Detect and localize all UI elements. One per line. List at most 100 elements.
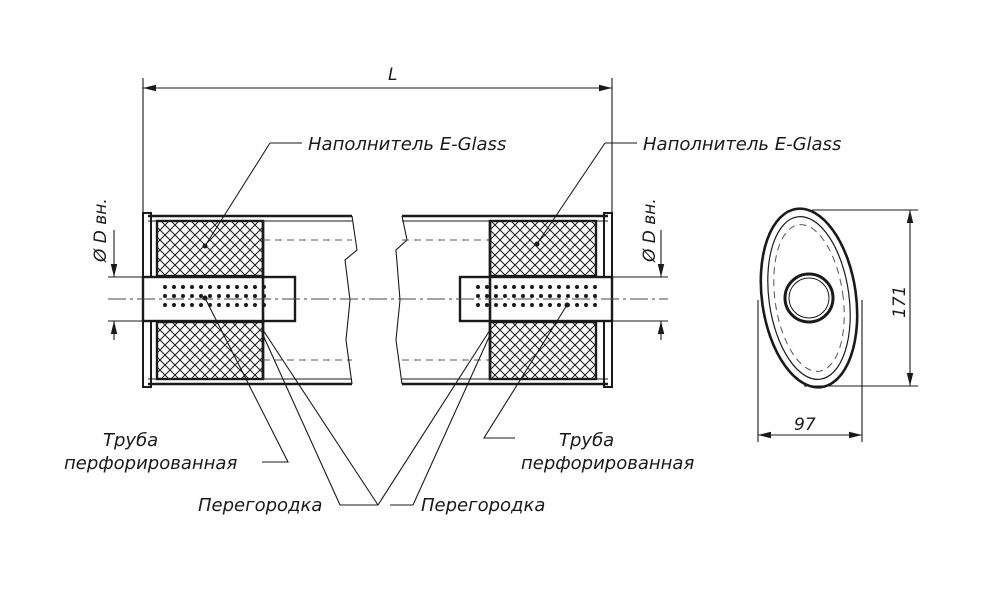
perforation-hole — [208, 285, 212, 289]
label-baffle-left: Перегородка — [198, 329, 379, 516]
diameter-dimension-right: Ø D вн. — [612, 198, 668, 340]
perforation-hole — [584, 294, 588, 298]
width-dimension: 97 — [757, 300, 863, 442]
perforation-hole — [181, 294, 185, 298]
height-dimension: 171 — [804, 209, 918, 387]
perforation-hole — [253, 294, 257, 298]
perforation-hole — [163, 294, 167, 298]
perforation-hole — [539, 303, 543, 307]
tube-right-line1: Труба — [559, 430, 614, 451]
perforation-hole — [530, 285, 534, 289]
perforation-hole — [575, 285, 579, 289]
baffle-label-left: Перегородка — [198, 495, 322, 516]
perforation-hole — [557, 285, 561, 289]
perforation-hole — [521, 303, 525, 307]
perforation-hole — [566, 285, 570, 289]
perforation-hole — [476, 294, 480, 298]
muffler-right-section — [395, 212, 614, 388]
perforation-hole — [235, 285, 239, 289]
perforation-hole — [190, 285, 194, 289]
perforation-hole — [190, 294, 194, 298]
perforation-hole — [217, 303, 221, 307]
perforation-hole — [181, 303, 185, 307]
perforation-hole — [226, 285, 230, 289]
perforation-hole — [566, 294, 570, 298]
perforation-hole — [575, 303, 579, 307]
perforation-hole — [190, 303, 194, 307]
perforation-hole — [485, 285, 489, 289]
perforation-hole — [494, 285, 498, 289]
perforation-hole — [557, 303, 561, 307]
perforation-hole — [253, 285, 257, 289]
perforation-hole — [530, 303, 534, 307]
perforation-hole — [163, 303, 167, 307]
tube-left-line1: Труба — [103, 430, 158, 451]
perforation-hole — [199, 294, 203, 298]
perforation-hole — [530, 294, 534, 298]
perforation-hole — [512, 285, 516, 289]
perforation-hole — [503, 285, 507, 289]
perforation-hole — [476, 303, 480, 307]
perforation-hole — [548, 303, 552, 307]
perforation-hole — [235, 303, 239, 307]
perforation-hole — [503, 303, 507, 307]
filler-label-left: Наполнитель E-Glass — [308, 134, 506, 155]
baffle-label-right: Перегородка — [421, 495, 545, 516]
perforation-hole — [172, 294, 176, 298]
perforation-hole — [512, 294, 516, 298]
perforation-hole — [217, 294, 221, 298]
filler-block-right-top — [488, 219, 598, 278]
perforation-hole — [503, 294, 507, 298]
perforation-hole — [199, 303, 203, 307]
label-tube-right: Труба перфорированная — [483, 302, 694, 474]
filler-label-right: Наполнитель E-Glass — [643, 134, 841, 155]
perforation-hole — [548, 285, 552, 289]
label-filler-left: Наполнитель E-Glass — [202, 134, 506, 249]
diameter-label-right: Ø D вн. — [640, 198, 660, 263]
perforation-hole — [163, 285, 167, 289]
inlet-pipe-circle — [783, 272, 835, 324]
perforation-hole — [494, 294, 498, 298]
oval-end-view — [759, 207, 859, 389]
perforation-hole — [485, 303, 489, 307]
perforation-hole — [593, 303, 597, 307]
perforation-hole — [512, 303, 516, 307]
perforation-hole — [172, 303, 176, 307]
perforation-hole — [557, 294, 561, 298]
perforation-hole — [172, 285, 176, 289]
perforation-hole — [521, 285, 525, 289]
perforation-hole — [548, 294, 552, 298]
filler-block-right-bottom — [488, 320, 598, 381]
perforation-hole — [485, 294, 489, 298]
perforation-hole — [226, 294, 230, 298]
perforation-hole — [494, 303, 498, 307]
perforation-hole — [217, 285, 221, 289]
tube-right-line2: перфорированная — [521, 453, 694, 474]
perforation-hole — [226, 303, 230, 307]
width-label: 97 — [794, 415, 816, 435]
perforation-hole — [593, 285, 597, 289]
perforation-hole — [476, 285, 480, 289]
perforation-hole — [244, 285, 248, 289]
filler-block-left-bottom — [155, 320, 265, 381]
perforation-hole — [584, 285, 588, 289]
perforation-hole — [253, 303, 257, 307]
perforation-hole — [181, 285, 185, 289]
perforation-hole — [208, 294, 212, 298]
length-dimension: L — [142, 65, 613, 215]
perforation-hole — [539, 285, 543, 289]
muffler-left-section — [141, 212, 358, 388]
label-filler-right: Наполнитель E-Glass — [534, 134, 841, 247]
perforation-holes-left — [163, 285, 266, 307]
tube-left-line2: перфорированная — [64, 453, 237, 474]
label-baffle-right: Перегородка — [377, 329, 545, 516]
perforation-holes-right — [476, 285, 597, 307]
perforation-hole — [539, 294, 543, 298]
perforation-hole — [244, 303, 248, 307]
diameter-label-left: Ø D вн. — [91, 198, 111, 263]
perforation-hole — [235, 294, 239, 298]
perforation-hole — [584, 303, 588, 307]
diameter-dimension-left: Ø D вн. — [91, 198, 143, 340]
perforation-hole — [593, 294, 597, 298]
